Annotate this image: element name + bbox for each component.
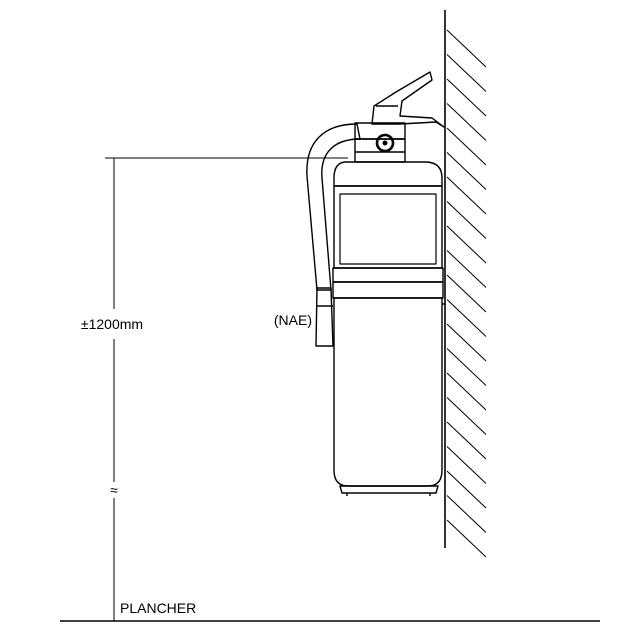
hatch-line-14 xyxy=(446,372,487,411)
floor-label: PLANCHER xyxy=(120,600,196,616)
hatch-line-9 xyxy=(446,250,487,288)
hatch-line-15 xyxy=(446,397,487,435)
hatch-line-19 xyxy=(446,495,487,533)
cylinder-shoulder xyxy=(333,161,443,187)
wall xyxy=(444,10,487,558)
hose xyxy=(306,123,361,291)
cylinder-band-lower xyxy=(332,281,444,299)
cylinder-body xyxy=(333,297,443,487)
label-panel xyxy=(339,193,437,265)
hatch-line-11 xyxy=(446,299,487,337)
hatch-line-6 xyxy=(446,176,487,215)
height-label: ±1200mm xyxy=(81,316,143,332)
cylinder-band-upper xyxy=(332,267,444,283)
hatch-line-17 xyxy=(446,446,487,484)
hatch-line-20 xyxy=(446,519,487,558)
hatch-line-2 xyxy=(446,78,487,117)
hatch-line-4 xyxy=(446,127,487,166)
height-dimension xyxy=(105,157,348,621)
fire-extinguisher-icon xyxy=(306,71,445,496)
hatch-line-0 xyxy=(446,29,487,68)
pressure-gauge-icon xyxy=(375,133,395,153)
hatch-line-13 xyxy=(446,348,487,386)
lever-handle xyxy=(371,71,445,128)
hatch-line-1 xyxy=(446,54,487,92)
hose-label: (NAE) xyxy=(274,312,312,328)
hatch-line-5 xyxy=(446,152,487,190)
hatch-line-3 xyxy=(446,103,487,141)
gauge-center xyxy=(382,140,388,146)
cylinder-upper xyxy=(333,185,443,269)
hatch-line-16 xyxy=(446,421,487,460)
hatch-line-10 xyxy=(446,274,487,313)
wall-hatching xyxy=(446,29,487,558)
hatch-line-8 xyxy=(446,225,487,264)
hatch-line-7 xyxy=(446,201,487,239)
hatch-line-18 xyxy=(446,470,487,509)
cylinder-base xyxy=(339,485,439,494)
break-symbol: ≈ xyxy=(110,482,118,498)
hatch-line-12 xyxy=(446,323,487,362)
hose-nozzle xyxy=(315,287,334,347)
